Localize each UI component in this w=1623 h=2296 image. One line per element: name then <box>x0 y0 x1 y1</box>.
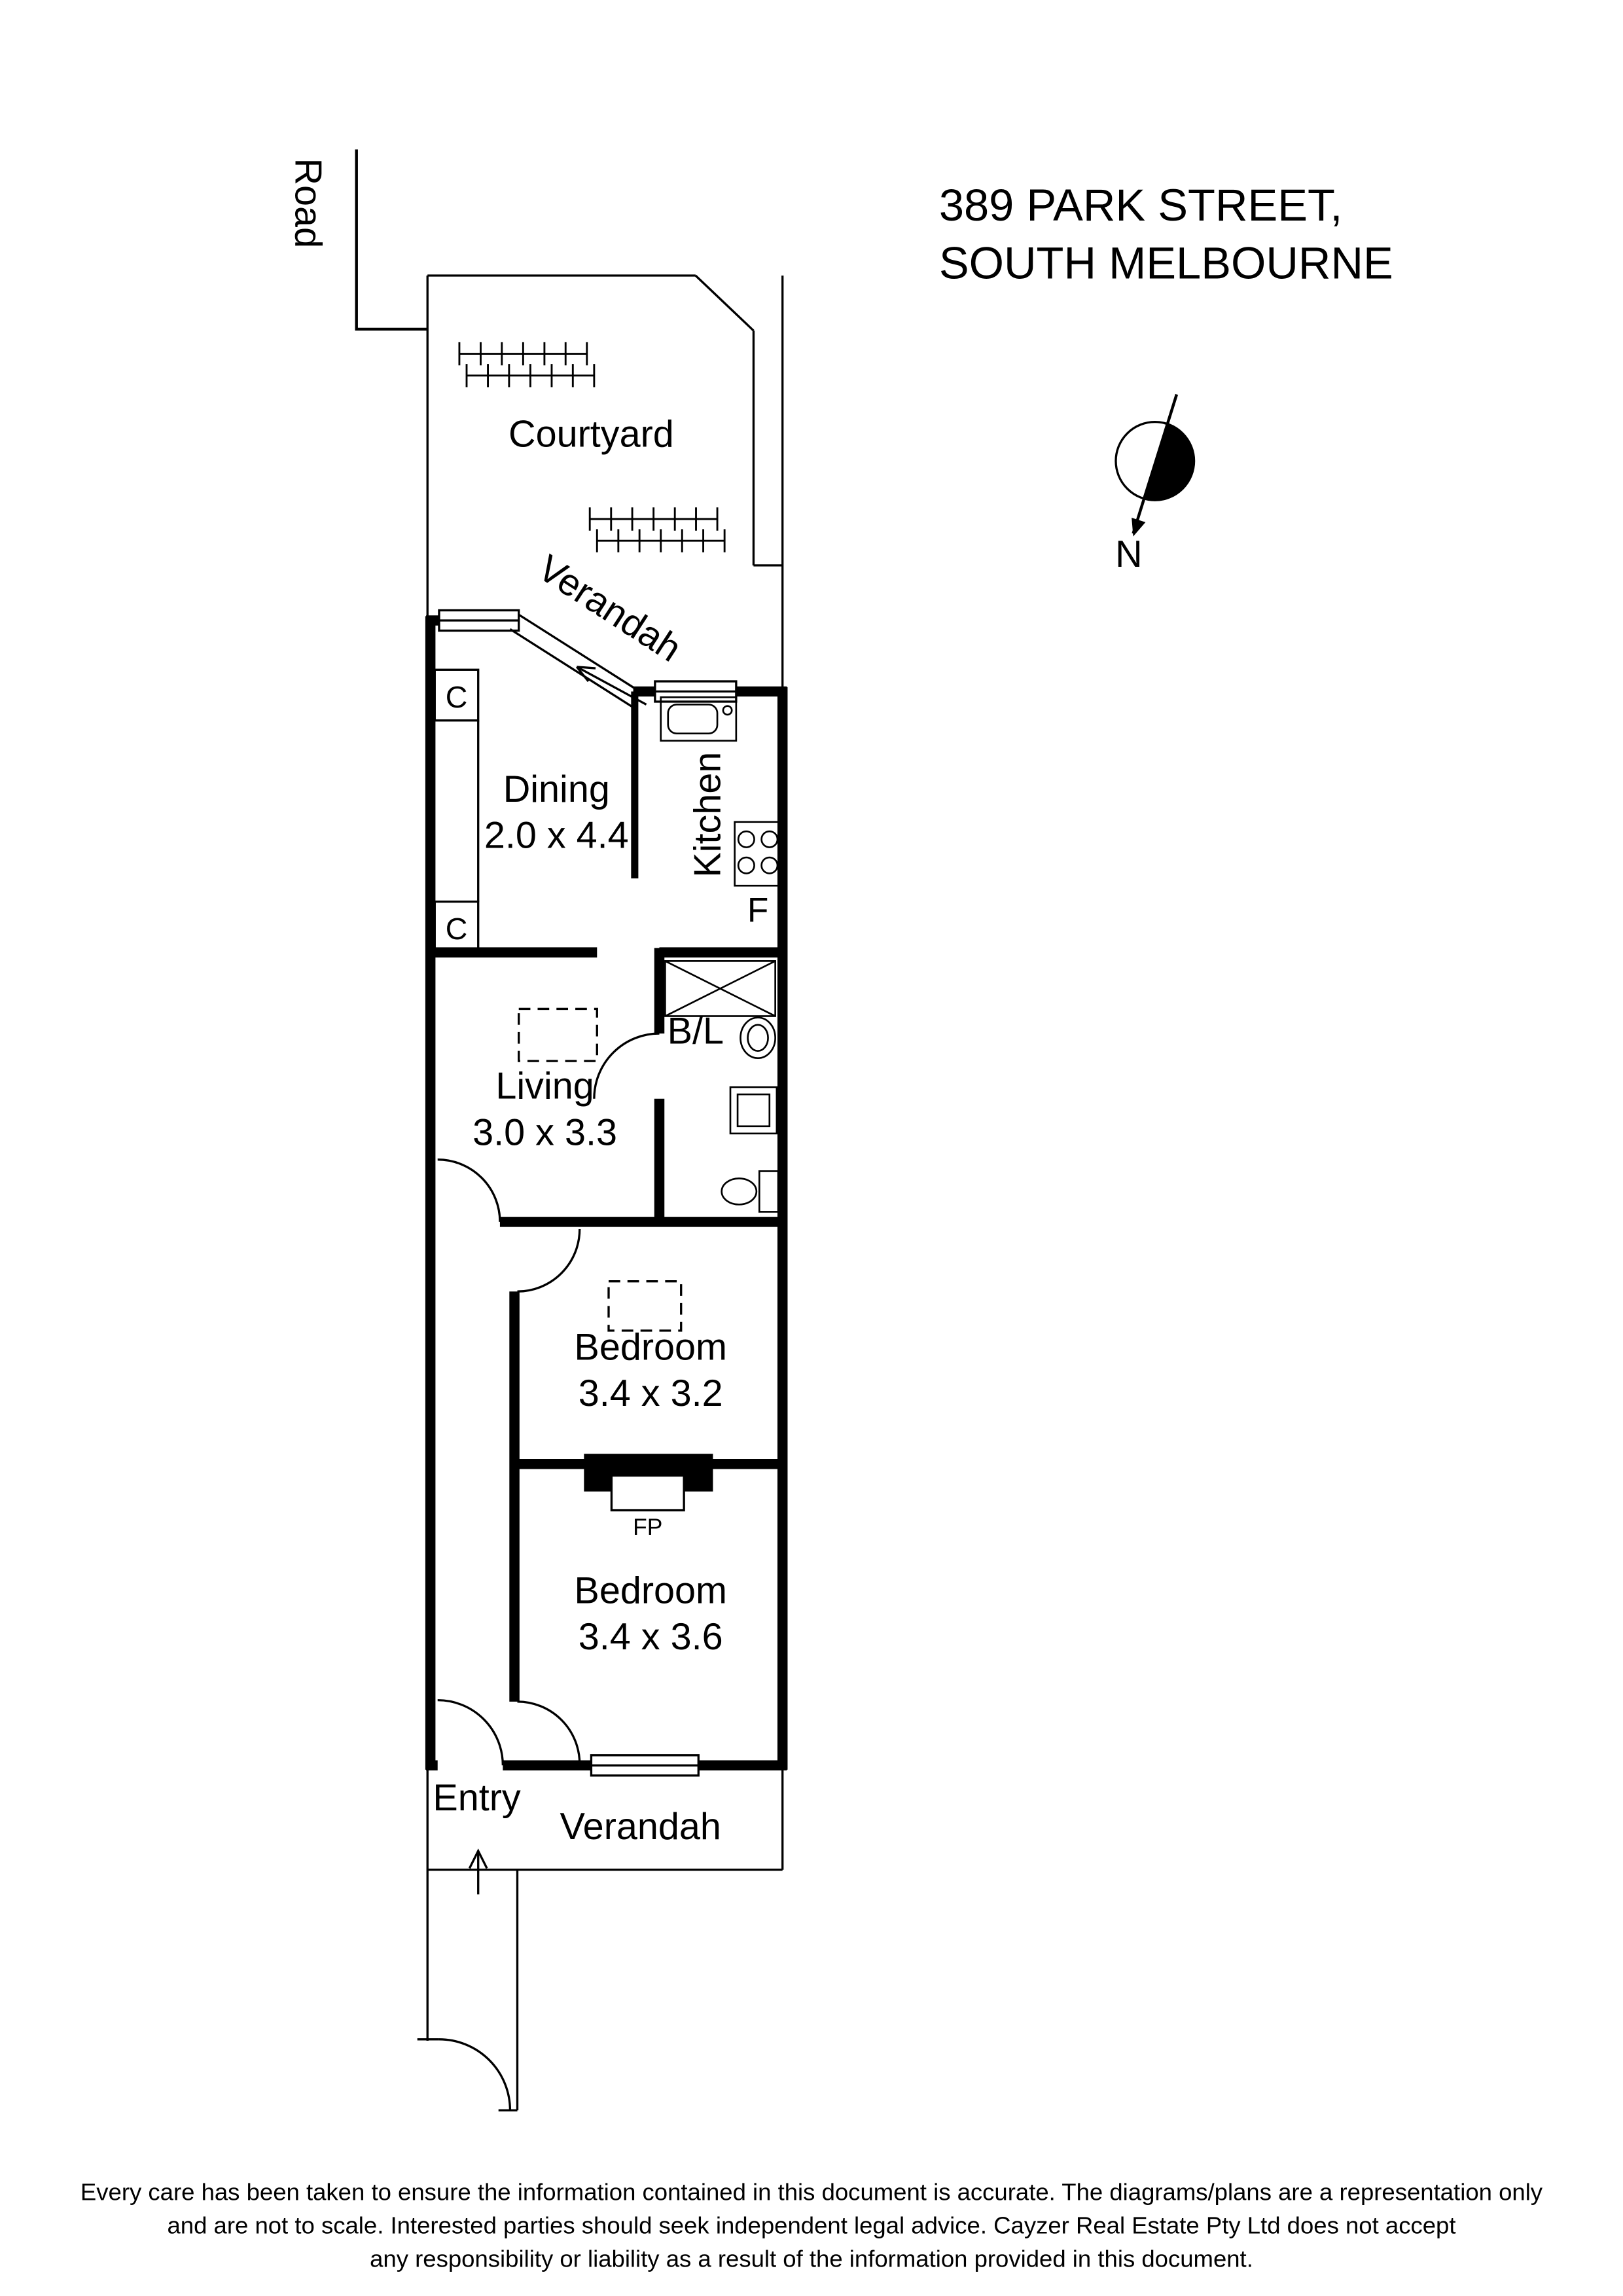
bathroom-laundry: B/L <box>593 960 779 1213</box>
bedroom-2: Bedroom 3.4 x 3.6 <box>437 1570 727 1766</box>
stove-burner-icon <box>760 856 779 874</box>
compass-needle <box>1132 393 1179 534</box>
stove-burner-icon <box>737 830 755 848</box>
fireplace-label: FP <box>633 1514 662 1540</box>
living-door-arc <box>437 1158 501 1222</box>
skylight-dashed-box <box>518 1007 598 1062</box>
living-room: Living 3.0 x 3.3 <box>437 1007 617 1222</box>
courtyard-label: Courtyard <box>508 413 674 455</box>
front-entry-door-arc <box>437 1698 505 1766</box>
rear-verandah-label: Verandah <box>531 547 689 670</box>
stove-burner-icon <box>737 856 755 874</box>
footer: Every care has been taken to ensure the … <box>80 2179 1543 2272</box>
entry-direction-arrowhead <box>575 666 596 683</box>
property-address-line1: 389 PARK STREET, <box>939 180 1343 230</box>
fridge-label: F <box>747 891 768 930</box>
north-compass-icon: N <box>1115 393 1196 575</box>
washer-icon <box>729 1086 778 1135</box>
living-dims: 3.0 x 3.3 <box>473 1112 617 1154</box>
road-label: Road <box>287 158 329 248</box>
bathroom-door-arc <box>593 1032 660 1099</box>
stove-burner-icon <box>760 830 779 848</box>
entry-label: Entry <box>433 1777 521 1819</box>
bedroom2-label: Bedroom <box>574 1570 727 1611</box>
stove-icon <box>734 821 782 887</box>
closet-bottom-label: C <box>446 912 468 946</box>
sink-tap-icon <box>722 705 733 716</box>
garden-hatch-icon <box>588 507 719 531</box>
basin-bowl-icon <box>747 1024 769 1052</box>
dining-room: C C Dining 2.0 x 4.4 <box>433 668 629 954</box>
courtyard: Courtyard <box>458 342 726 552</box>
windows <box>438 609 738 1777</box>
kitchen: Kitchen F <box>660 696 782 930</box>
basin-icon <box>740 1016 776 1060</box>
disclaimer-line2: and are not to scale. Interested parties… <box>167 2212 1455 2239</box>
dining-dims: 2.0 x 4.4 <box>484 815 629 857</box>
bath-cross-icon <box>664 960 776 1017</box>
bedroom1-door-arc <box>517 1229 581 1293</box>
bedroom2-door-arc <box>517 1700 581 1765</box>
verandah-edge-line <box>509 628 634 709</box>
bedroom-1: Bedroom 3.4 x 3.2 <box>517 1229 727 1414</box>
entry-arrowhead <box>468 1848 488 1869</box>
kitchen-label: Kitchen <box>687 752 729 878</box>
bath-icon <box>664 960 776 1017</box>
property-address-line2: SOUTH MELBOURNE <box>939 238 1393 288</box>
bedroom1-label: Bedroom <box>574 1326 727 1368</box>
sink-basin-icon <box>667 704 719 735</box>
bathroom-laundry-label: B/L <box>668 1011 724 1052</box>
bedroom2-dims: 3.4 x 3.6 <box>579 1616 723 1658</box>
skylight-dashed-box <box>607 1280 683 1332</box>
entry-direction-arrow <box>576 666 647 706</box>
garden-hatch-icon <box>465 364 596 387</box>
fireplace-hearth <box>610 1474 685 1512</box>
boundary-diagonal <box>694 274 755 332</box>
dining-label: Dining <box>503 768 610 810</box>
disclaimer-line1: Every care has been taken to ensure the … <box>80 2179 1543 2206</box>
property-boundary <box>417 274 784 2111</box>
front-verandah-label: Verandah <box>560 1806 721 1848</box>
closet-top-box <box>433 668 480 722</box>
toilet-cistern-icon <box>758 1170 779 1213</box>
disclaimer-line3: any responsibility or liability as a res… <box>370 2245 1253 2272</box>
road-boundary-line <box>355 149 428 331</box>
closet-top-label: C <box>446 680 468 714</box>
bedroom1-dims: 3.4 x 3.2 <box>579 1372 723 1414</box>
compass-half-disc <box>1143 423 1194 501</box>
title-block: 389 PARK STREET, SOUTH MELBOURNE <box>939 180 1393 289</box>
closet-bottom-box <box>433 900 480 954</box>
living-label: Living <box>495 1066 594 1107</box>
toilet-bowl-icon <box>721 1177 758 1206</box>
road: Road <box>287 149 428 331</box>
verandah-edge-line <box>518 613 643 694</box>
garden-hatch-icon <box>458 342 588 366</box>
entry-verandah: Entry Verandah <box>433 1777 721 1895</box>
compass-arrowhead <box>1132 518 1146 537</box>
garden-hatch-icon <box>596 529 726 552</box>
front-gate-door-arc <box>438 2038 512 2111</box>
washer-inner-icon <box>736 1093 771 1128</box>
fireplace-icon: FP <box>584 1454 713 1540</box>
sink-icon <box>660 696 738 742</box>
north-label: N <box>1115 533 1143 575</box>
